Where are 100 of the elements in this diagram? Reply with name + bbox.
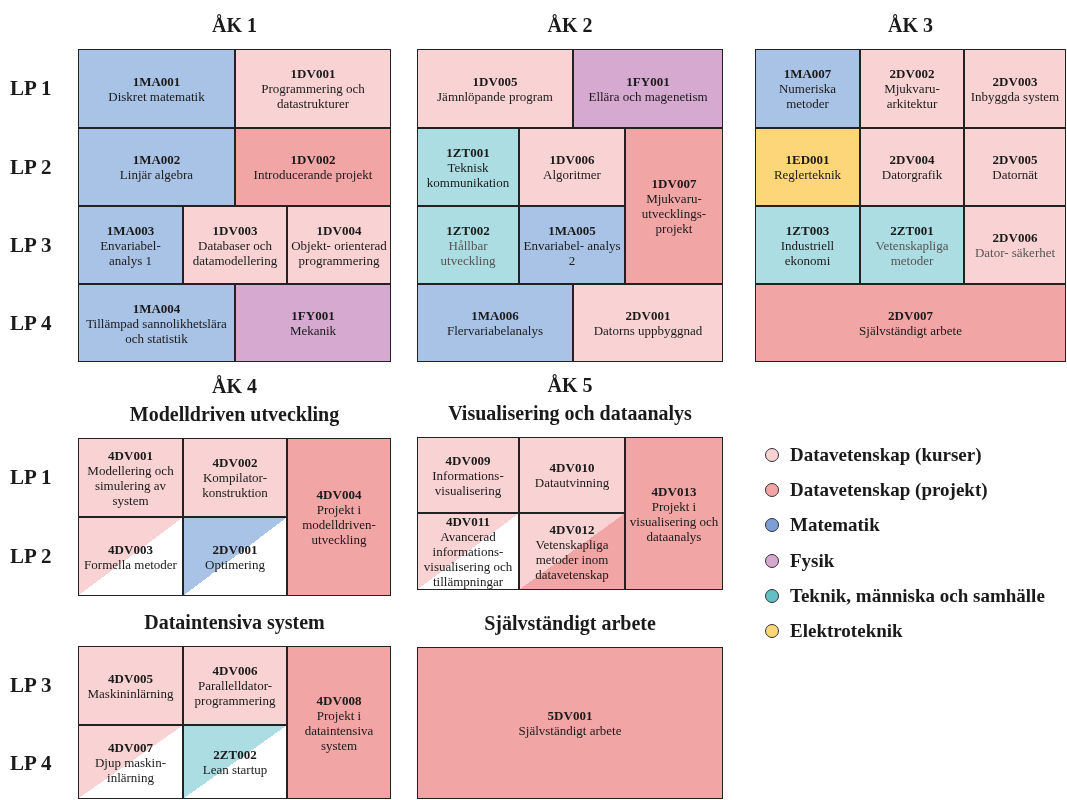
course-code: 1DV002	[290, 152, 336, 167]
course-name: Projekt i modelldriven- utveckling	[301, 502, 377, 547]
course-name: Informations- visualisering	[431, 467, 505, 498]
course-code: 2ZT001	[890, 222, 934, 238]
course-cell	[417, 206, 519, 284]
course-name: Datorgrafik	[881, 167, 943, 182]
course-code: 2DV003	[992, 73, 1038, 89]
legend-label: Datavetenskap (kurser)	[790, 444, 982, 466]
course-name: Projekt i visualisering och dataanalys	[629, 498, 719, 544]
course-code: 2DV006	[992, 230, 1038, 245]
course-name: Datornät	[992, 167, 1038, 182]
track-heading: Modelldriven utveckling	[129, 402, 340, 426]
course-cell	[964, 206, 1066, 284]
course-name: Hållbar utveckling	[439, 237, 497, 268]
course-name: Industriell ekonomi	[779, 237, 836, 268]
course-code: 4DV010	[549, 460, 595, 475]
course-name: Maskininlärning	[87, 685, 174, 701]
period-label: LP 1	[10, 465, 52, 489]
course-name: Modellering och simulering av system	[86, 462, 175, 508]
course-name: Projekt i dataintensiva system	[303, 707, 375, 753]
course-cell	[519, 128, 625, 206]
course-name: Datorns uppbyggnad	[593, 323, 703, 338]
course-cell	[625, 437, 723, 590]
course-code: 5DV001	[547, 708, 593, 723]
course-name: Optimering	[205, 556, 265, 572]
course-name: Vetenskapliga metoder	[874, 237, 950, 268]
course-name: Dator- säkerhet	[974, 245, 1056, 260]
course-name: Självständigt arbete	[859, 323, 962, 338]
legend-label: Elektroteknik	[790, 620, 903, 642]
course-code: 1MA002	[132, 152, 181, 167]
course-cell	[235, 49, 391, 128]
course-code: 4DV001	[108, 447, 153, 463]
course-name: Formella metoder	[84, 556, 177, 572]
course-cell	[78, 206, 183, 284]
course-code: 4DV004	[316, 487, 362, 502]
course-name: Flervariabelanalys	[447, 323, 543, 338]
track-heading: Visualisering och dataanalys	[448, 401, 692, 425]
course-cell	[183, 438, 287, 517]
course-cell	[78, 646, 183, 725]
course-code: 2ZT002	[213, 747, 257, 762]
course-cell	[573, 284, 723, 362]
course-name: Jämnlöpande program	[437, 88, 553, 104]
course-code: 1DV001	[290, 66, 336, 81]
course-code: 4DV002	[212, 455, 258, 470]
course-code: 1FY001	[291, 308, 335, 323]
course-cell	[417, 437, 519, 513]
section-heading: ÅK 1	[212, 13, 257, 37]
course-table	[417, 373, 723, 590]
course-cell	[78, 284, 235, 362]
course-name: Algoritmer	[543, 167, 601, 182]
course-cell	[417, 49, 573, 128]
course-name: Djup maskin- inlärning	[93, 754, 168, 785]
course-cell	[625, 128, 723, 284]
course-cell	[287, 206, 391, 284]
course-cell	[964, 49, 1066, 128]
course-code: 2DV002	[889, 66, 935, 81]
course-cell	[755, 284, 1066, 362]
course-cell	[519, 206, 625, 284]
course-cell	[78, 725, 183, 799]
course-code: 4DV008	[316, 692, 362, 708]
course-name: Mekanik	[289, 323, 337, 338]
course-name: Envariabel- analys 2	[523, 237, 621, 268]
course-cell	[417, 513, 519, 590]
course-code: 2DV001	[625, 308, 671, 323]
period-label: LP 4	[10, 311, 52, 335]
course-cell	[860, 128, 964, 206]
period-label: LP 3	[10, 673, 52, 697]
course-name: Inbyggda system	[970, 88, 1060, 104]
course-cell	[519, 513, 625, 590]
course-cell	[755, 128, 860, 206]
period-label: LP 3	[10, 233, 52, 257]
course-code: 1DV004	[316, 222, 362, 238]
course-cell	[183, 206, 287, 284]
course-code: 4DV003	[108, 541, 153, 557]
course-code: 1DV006	[549, 152, 595, 167]
course-name: Introducerande projekt	[253, 167, 373, 182]
section-heading: Dataintensiva system	[144, 610, 325, 634]
period-label: LP 1	[10, 76, 52, 100]
course-code: 4DV009	[445, 452, 491, 468]
course-cell	[573, 49, 723, 128]
course-cell	[417, 647, 723, 799]
course-code: 1DV003	[212, 222, 258, 238]
course-code: 1ED001	[785, 152, 830, 167]
period-label: LP 2	[10, 544, 52, 568]
course-code: 1ZT002	[446, 222, 490, 238]
course-code: 4DV005	[108, 670, 153, 686]
course-table	[78, 374, 391, 596]
section-heading: ÅK 2	[547, 13, 593, 37]
course-code: 1MA006	[471, 308, 519, 323]
course-cell	[964, 128, 1066, 206]
course-name: Kompilator- konstruktion	[201, 470, 269, 500]
course-name: Tillämpad sannolikhetslära och statistik	[85, 315, 228, 346]
course-code: 2DV004	[889, 152, 935, 167]
course-name: Objekt- orienterad programmering	[291, 237, 387, 268]
course-code: 4DV007	[108, 739, 153, 755]
course-code: 1FY001	[626, 73, 670, 89]
course-code: 4DV011	[445, 514, 491, 529]
course-name: Programmering och datastrukturer	[260, 81, 366, 111]
period-label: LP 4	[10, 751, 52, 775]
course-cell	[417, 128, 519, 206]
